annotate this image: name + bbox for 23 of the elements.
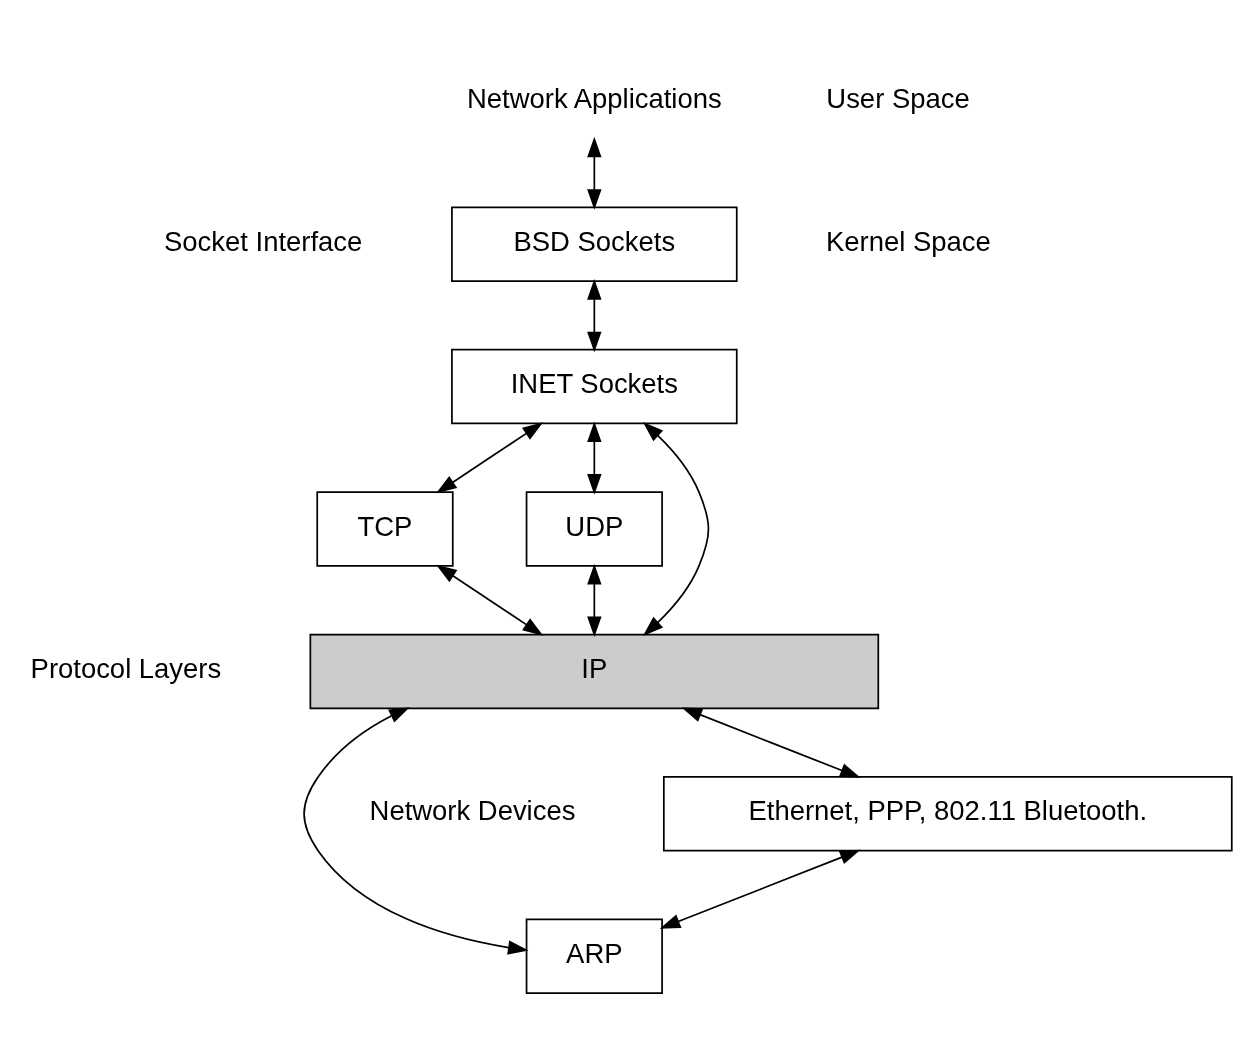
arrow: [303, 706, 529, 955]
arrow: [587, 136, 602, 210]
node-box: ARP: [525, 918, 663, 994]
node-box: UDP: [525, 490, 663, 567]
node-box: Ethernet, PPP, 802.11 Bluetooth.: [662, 775, 1233, 852]
node-box: TCP: [316, 490, 454, 567]
node-box: INET Sockets: [451, 348, 738, 424]
arrow: [659, 849, 861, 929]
arrow: [681, 706, 861, 778]
arrow: [587, 278, 602, 352]
arrow: [587, 421, 602, 495]
node-box: IP: [309, 633, 880, 709]
arrow: [436, 421, 544, 493]
label: User Space: [826, 82, 970, 114]
node-text: Network Applications: [466, 82, 722, 114]
label: Network Devices: [369, 794, 576, 826]
arrow: [587, 563, 602, 637]
arrow: [642, 421, 710, 636]
label: Protocol Layers: [30, 652, 222, 684]
node-box: BSD Sockets: [451, 205, 738, 282]
label: Kernel Space: [825, 225, 991, 257]
label: Socket Interface: [164, 225, 363, 257]
arrow: [436, 564, 544, 636]
